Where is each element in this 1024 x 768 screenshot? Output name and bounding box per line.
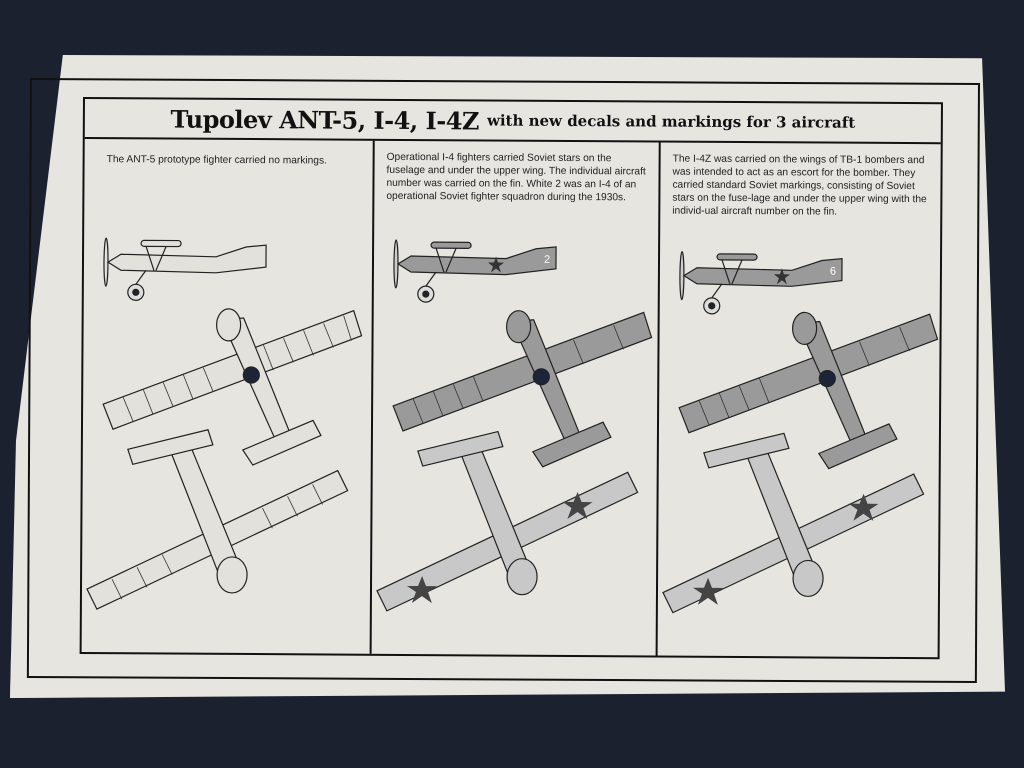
i-4z-side-view: 6 bbox=[672, 248, 847, 319]
title-band: Tupolev ANT-5, I-4, I-4Z with new decals… bbox=[84, 99, 941, 145]
i-4z-top-view bbox=[678, 283, 940, 475]
ant-5-side-view bbox=[96, 234, 271, 305]
content-frame: Tupolev ANT-5, I-4, I-4Z with new decals… bbox=[79, 97, 943, 660]
description-i-4: Operational I-4 fighters carried Soviet … bbox=[386, 151, 646, 204]
i-4-bottom-view bbox=[376, 430, 648, 618]
soviet-star-icon bbox=[407, 576, 438, 604]
column-i-4z: The I-4Z was carried on the wings of TB-… bbox=[655, 142, 941, 658]
i-4z-bottom-view bbox=[662, 432, 934, 620]
column-i-4: Operational I-4 fighters carried Soviet … bbox=[369, 140, 659, 656]
column-ant-5: The ANT-5 prototype fighter carried no m… bbox=[82, 139, 373, 654]
aircraft-columns: The ANT-5 prototype fighter carried no m… bbox=[82, 139, 941, 658]
title-sub: with new decals and markings for 3 aircr… bbox=[486, 111, 856, 132]
title-main: Tupolev ANT-5, I-4, I-4Z bbox=[170, 104, 480, 135]
soviet-star-icon bbox=[773, 268, 790, 285]
ant-5-bottom-view bbox=[86, 429, 358, 616]
soviet-star-icon bbox=[562, 492, 593, 520]
description-i-4z: The I-4Z was carried on the wings of TB-… bbox=[672, 153, 927, 218]
soviet-star-icon bbox=[693, 577, 724, 605]
i-4-top-view bbox=[392, 281, 654, 473]
soviet-star-icon bbox=[848, 493, 879, 521]
soviet-star-icon bbox=[487, 256, 504, 273]
ant-5-top-view bbox=[102, 279, 364, 471]
description-ant-5: The ANT-5 prototype fighter carried no m… bbox=[106, 154, 327, 167]
fin-number: 2 bbox=[544, 254, 550, 266]
fin-number: 6 bbox=[830, 266, 836, 278]
i-4-side-view: 2 bbox=[386, 236, 561, 307]
